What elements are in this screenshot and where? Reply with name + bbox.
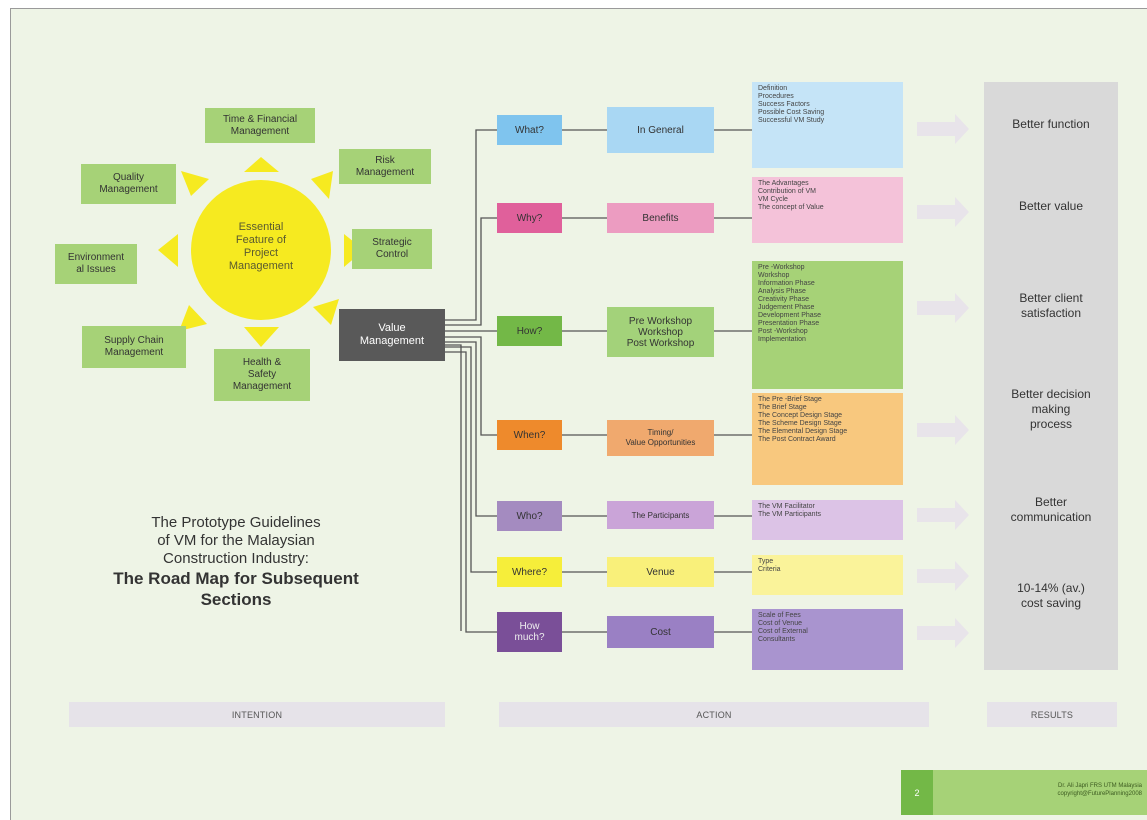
question-how: How? [497, 316, 562, 346]
label-intention: INTENTION [69, 702, 445, 727]
feature-health-safety: Health & Safety Management [214, 349, 310, 401]
caption-title: The Road Map for Subsequent Sections [113, 569, 359, 609]
result-better-value: Better value [1018, 199, 1084, 213]
results-panel [984, 82, 1118, 670]
feature-supply-chain: Supply Chain Management [82, 326, 186, 368]
action-benefits: Benefits [607, 203, 714, 233]
page-number: 2 [901, 770, 933, 815]
sun-circle [191, 180, 331, 320]
details-who: The VM Facilitator The VM Participants [752, 500, 903, 540]
branch-line [445, 344, 462, 631]
result-better-function: Better function [1012, 117, 1090, 131]
slide: Essential Feature of Project Management … [10, 8, 1147, 820]
result-client-satisfaction: Better client satisfaction [1019, 291, 1083, 320]
branch-line [445, 341, 497, 517]
question-why: Why? [497, 203, 562, 233]
sun-ray [181, 171, 209, 196]
action-cost: Cost [607, 616, 714, 648]
result-arrow [917, 618, 969, 648]
sun-ray [244, 157, 279, 172]
details-where: Type Criteria [752, 555, 903, 595]
result-communication: Better communication [1010, 495, 1092, 524]
action-workshop: Pre Workshop Workshop Post Workshop [607, 307, 714, 357]
caption: The Prototype Guidelines of VM for the M… [71, 514, 401, 610]
feature-time-financial: Time & Financial Management [205, 108, 315, 143]
result-arrow [917, 561, 969, 591]
sun-ray [313, 299, 339, 325]
sun-ray [244, 327, 279, 347]
branch-line [445, 336, 497, 436]
branch-line [445, 129, 497, 321]
label-action: ACTION [499, 702, 929, 727]
caption-subtitle: The Prototype Guidelines of VM for the M… [151, 514, 321, 567]
details-when: The Pre -Brief Stage The Brief Stage The… [752, 393, 903, 485]
branch-line [445, 217, 497, 326]
result-decision-making: Better decision making process [1011, 387, 1091, 431]
value-management-box: Value Management [339, 309, 445, 361]
result-arrow [917, 114, 969, 144]
label-results: RESULTS [987, 702, 1117, 727]
question-who: Who? [497, 501, 562, 531]
question-what: What? [497, 115, 562, 145]
question-where: Where? [497, 557, 562, 587]
result-cost-saving: 10-14% (av.) cost saving [1017, 581, 1085, 610]
result-arrow [917, 500, 969, 530]
branch-line [445, 346, 497, 573]
question-how-much: How much? [497, 612, 562, 652]
action-participants: The Participants [607, 501, 714, 529]
feature-risk: Risk Management [339, 149, 431, 184]
result-arrow [917, 293, 969, 323]
action-venue: Venue [607, 557, 714, 587]
center-label: Essential Feature of Project Management [228, 221, 294, 272]
details-how: Pre -Workshop Workshop Information Phase… [752, 261, 903, 389]
action-in-general: In General [607, 107, 714, 153]
feature-quality: Quality Management [81, 164, 176, 204]
sun-ray [179, 305, 207, 331]
sun-ray [158, 234, 178, 267]
result-arrow [917, 197, 969, 227]
connector-lines [445, 114, 969, 648]
question-when: When? [497, 420, 562, 450]
sun-ray [311, 171, 333, 199]
details-how-much: Scale of Fees Cost of Venue Cost of Exte… [752, 609, 903, 670]
sun-graphic [158, 157, 364, 347]
credit-text: Dr. Ali Japri FRS UTM Malaysia copyright… [933, 770, 1147, 815]
branch-line [445, 351, 497, 633]
action-timing: Timing/ Value Opportunities [607, 420, 714, 456]
details-what: Definition Procedures Success Factors Po… [752, 82, 903, 168]
feature-environment: Environment al Issues [55, 244, 137, 284]
result-arrow [917, 415, 969, 445]
feature-strategic-control: Strategic Control [352, 229, 432, 269]
details-why: The Advantages Contribution of VM VM Cyc… [752, 177, 903, 243]
